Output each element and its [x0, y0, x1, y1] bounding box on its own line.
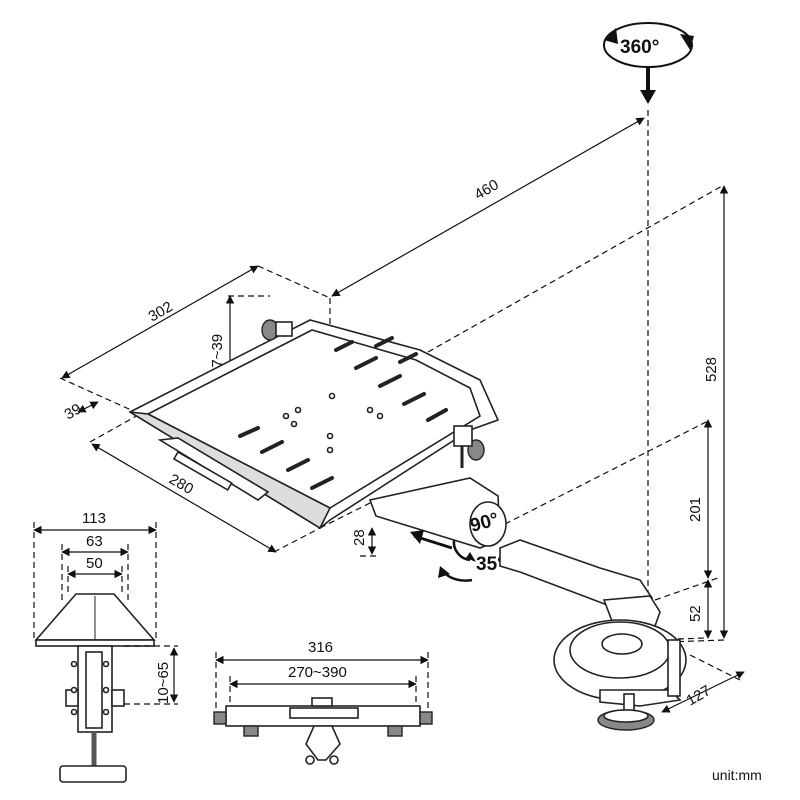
- left-arrow-icon: [410, 530, 424, 544]
- dim-10-65: 10~65: [155, 662, 172, 704]
- dim-28: 28: [351, 529, 368, 546]
- dim-127: 127: [684, 682, 714, 709]
- dim-63: 63: [86, 533, 103, 550]
- tray-clamp-knob-left: [261, 319, 293, 341]
- base-clamp: [553, 619, 687, 731]
- dim-280: 280: [166, 471, 196, 498]
- dim-316: 316: [308, 639, 333, 656]
- laptop-tray: [128, 319, 500, 530]
- dim-39: 39: [62, 400, 85, 423]
- tray-clamp-knob-right: [453, 425, 485, 468]
- dim-52: 52: [687, 605, 704, 622]
- dim-50: 50: [86, 555, 103, 572]
- dim-201: 201: [687, 497, 704, 522]
- unit-label: unit:mm: [712, 767, 762, 783]
- tray-mount-holes: [282, 392, 384, 454]
- tilt-35-symbol: 35°: [410, 530, 505, 582]
- rotation-360-symbol: 360°: [603, 22, 694, 104]
- down-arrow-icon: [640, 90, 656, 104]
- dim-460: 460: [472, 176, 502, 203]
- tray-arm-joint: 90°: [368, 477, 507, 562]
- clamp-detail-view: 113 63 50 10~65: [33, 510, 179, 783]
- dim-302: 302: [146, 298, 176, 325]
- rotation-360-label: 360°: [620, 37, 659, 58]
- tray-front-detail-view: 316 270~390: [213, 639, 433, 765]
- dim-113: 113: [82, 510, 106, 527]
- dim-528: 528: [703, 357, 720, 382]
- dim-270-390: 270~390: [288, 664, 347, 681]
- tray-vent-slots: [238, 336, 448, 490]
- rotation-35-label: 35°: [476, 554, 505, 575]
